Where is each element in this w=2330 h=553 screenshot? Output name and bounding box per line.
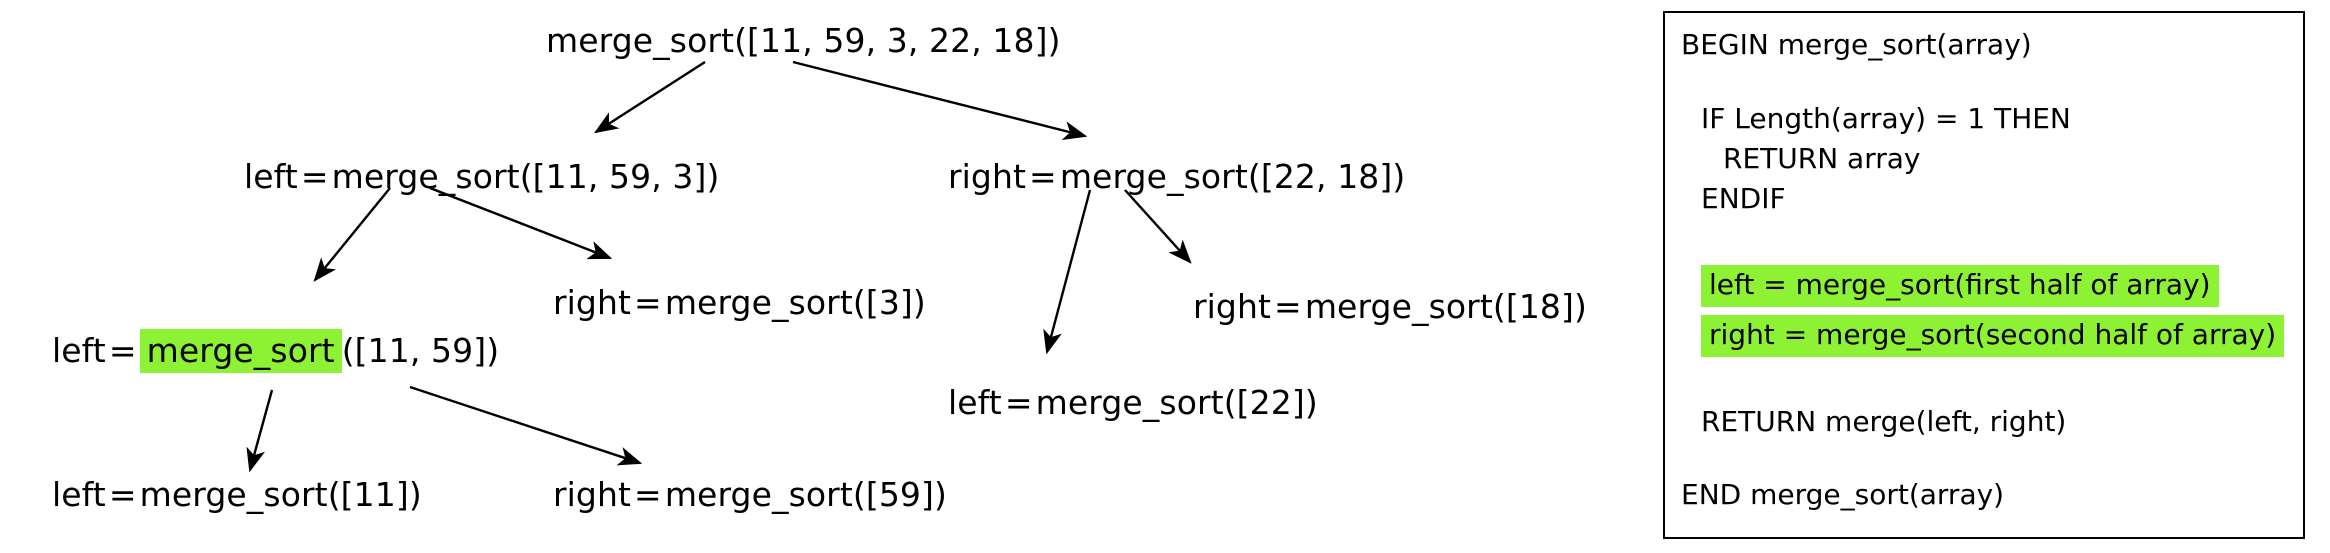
tree-node-right-3[interactable]: right=merge_sort([3]) — [553, 286, 926, 319]
edge-leftleft-to-leaf59 — [409, 385, 643, 466]
tree-node-args: ([11]) — [327, 475, 422, 514]
pseudocode-line-begin: BEGIN merge_sort(array) — [1681, 28, 2032, 61]
tree-node-equals: = — [1274, 287, 1302, 326]
tree-node-prefix: left — [244, 157, 298, 196]
tree-node-args: ([22, 18]) — [1247, 157, 1406, 196]
edge-root-to-right — [792, 60, 1088, 140]
edge-left-to-leftleft — [313, 187, 391, 282]
tree-node-prefix: left — [52, 331, 106, 370]
pseudocode-line-left-highlighted: left = merge_sort(first half of array) — [1701, 265, 2219, 307]
tree-node-args: ([59]) — [852, 475, 947, 514]
tree-node-equals: = — [108, 331, 137, 370]
tree-edges — [246, 60, 1192, 473]
edge-right-to-rightright — [1124, 189, 1192, 264]
tree-node-call: merge_sort — [546, 21, 735, 60]
pseudocode-line-return-array: RETURN array — [1723, 142, 1921, 175]
tree-node-left-22[interactable]: left=merge_sort([22]) — [948, 386, 1318, 419]
tree-node-call: merge_sort — [664, 283, 853, 322]
tree-node-call: merge_sort — [1059, 157, 1248, 196]
pseudocode-line-right-highlighted: right = merge_sort(second half of array) — [1701, 315, 2285, 357]
pseudocode-line-if: IF Length(array) = 1 THEN — [1701, 102, 2071, 135]
tree-node-equals: = — [634, 475, 662, 514]
tree-node-call: merge_sort — [664, 475, 853, 514]
tree-node-root[interactable]: merge_sort([11, 59, 3, 22, 18]) — [546, 24, 1061, 57]
tree-node-prefix: left — [52, 475, 106, 514]
recursion-tree: merge_sort([11, 59, 3, 22, 18]) left=mer… — [52, 24, 1587, 511]
tree-node-prefix: right — [948, 157, 1027, 196]
tree-node-call-highlight: merge_sort — [139, 329, 342, 373]
tree-node-args: ([11, 59]) — [341, 331, 500, 370]
tree-node-args: ([3]) — [852, 283, 926, 322]
tree-node-left-11-59-3[interactable]: left=merge_sort([11, 59, 3]) — [244, 160, 719, 193]
tree-node-args: ([22]) — [1223, 383, 1318, 422]
edge-root-to-left — [593, 60, 706, 134]
tree-node-equals: = — [634, 283, 662, 322]
tree-node-prefix: right — [553, 475, 632, 514]
tree-node-call: merge_sort — [139, 475, 328, 514]
tree-node-right-22-18[interactable]: right=merge_sort([22, 18]) — [948, 160, 1405, 193]
pseudocode-panel: BEGIN merge_sort(array) IF Length(array)… — [1663, 11, 2305, 539]
tree-node-call: merge_sort — [1035, 383, 1224, 422]
tree-node-leaf-59[interactable]: right=merge_sort([59]) — [553, 478, 947, 511]
pseudocode-line-end: END merge_sort(array) — [1681, 478, 2005, 511]
pseudocode-line-endif: ENDIF — [1701, 182, 1786, 215]
tree-node-call: merge_sort — [331, 157, 520, 196]
edge-right-to-rightleft — [1043, 189, 1092, 355]
tree-node-args: ([11, 59, 3, 22, 18]) — [734, 21, 1061, 60]
tree-node-leaf-11[interactable]: left=merge_sort([11]) — [52, 478, 422, 511]
tree-node-equals: = — [1029, 157, 1057, 196]
edge-leftleft-to-leaf11 — [246, 389, 274, 473]
pseudocode-line-return-merge: RETURN merge(left, right) — [1701, 405, 2067, 438]
tree-node-equals: = — [300, 157, 329, 196]
tree-node-args: ([18]) — [1492, 287, 1587, 326]
tree-node-right-18[interactable]: right=merge_sort([18]) — [1193, 290, 1587, 323]
edge-left-to-leftright — [429, 186, 613, 260]
tree-node-prefix: right — [1193, 287, 1272, 326]
tree-node-equals: = — [108, 475, 137, 514]
tree-node-left-11-59-highlighted[interactable]: left=merge_sort([11, 59]) — [52, 329, 500, 373]
tree-node-prefix: left — [948, 383, 1002, 422]
tree-node-call: merge_sort — [1304, 287, 1493, 326]
tree-node-equals: = — [1004, 383, 1033, 422]
tree-node-prefix: right — [553, 283, 632, 322]
tree-node-args: ([11, 59, 3]) — [519, 157, 720, 196]
